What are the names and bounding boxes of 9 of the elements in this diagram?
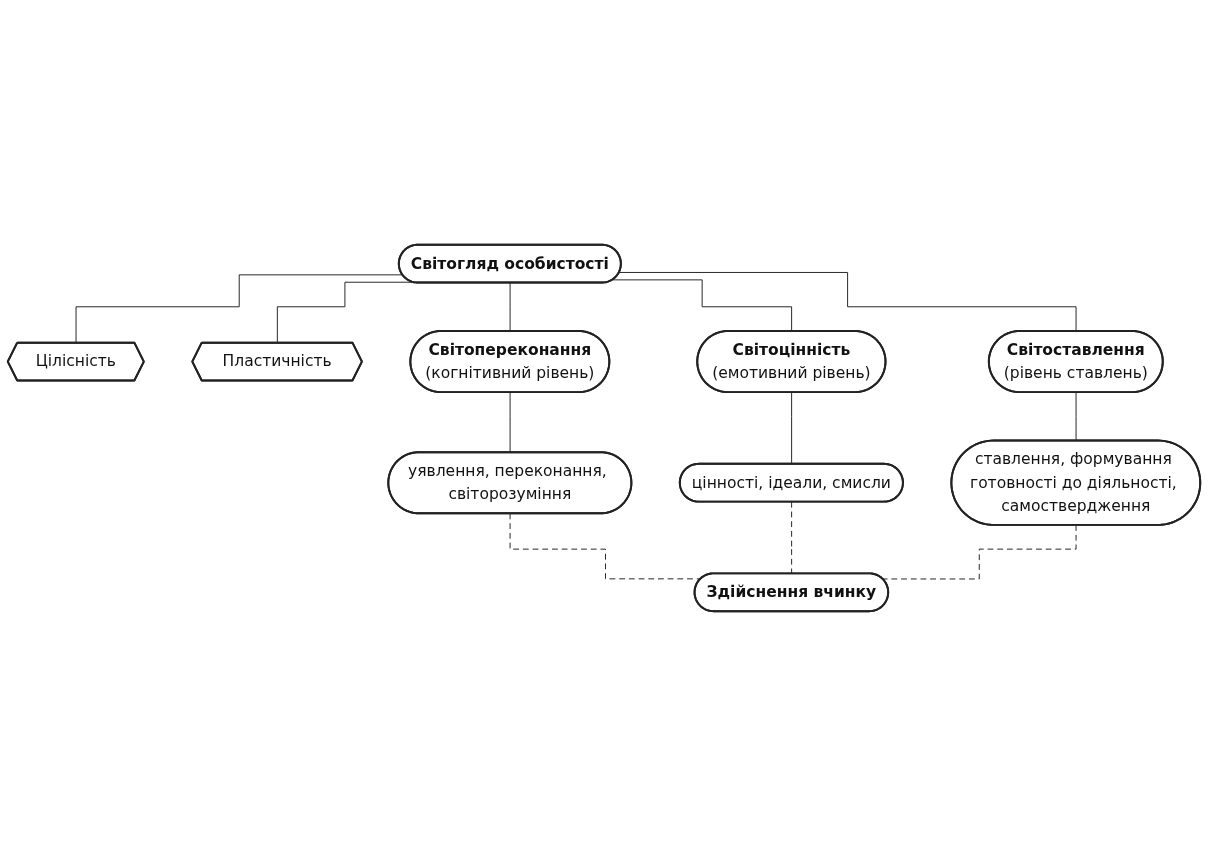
- connector: [75, 273, 404, 344]
- connector: [791, 391, 793, 465]
- connector: [276, 281, 414, 344]
- connector: [618, 271, 1077, 332]
- connector: [1075, 391, 1077, 442]
- connector: [612, 278, 793, 332]
- connector: [791, 501, 793, 574]
- connector: [509, 391, 511, 453]
- connector: [509, 282, 511, 332]
